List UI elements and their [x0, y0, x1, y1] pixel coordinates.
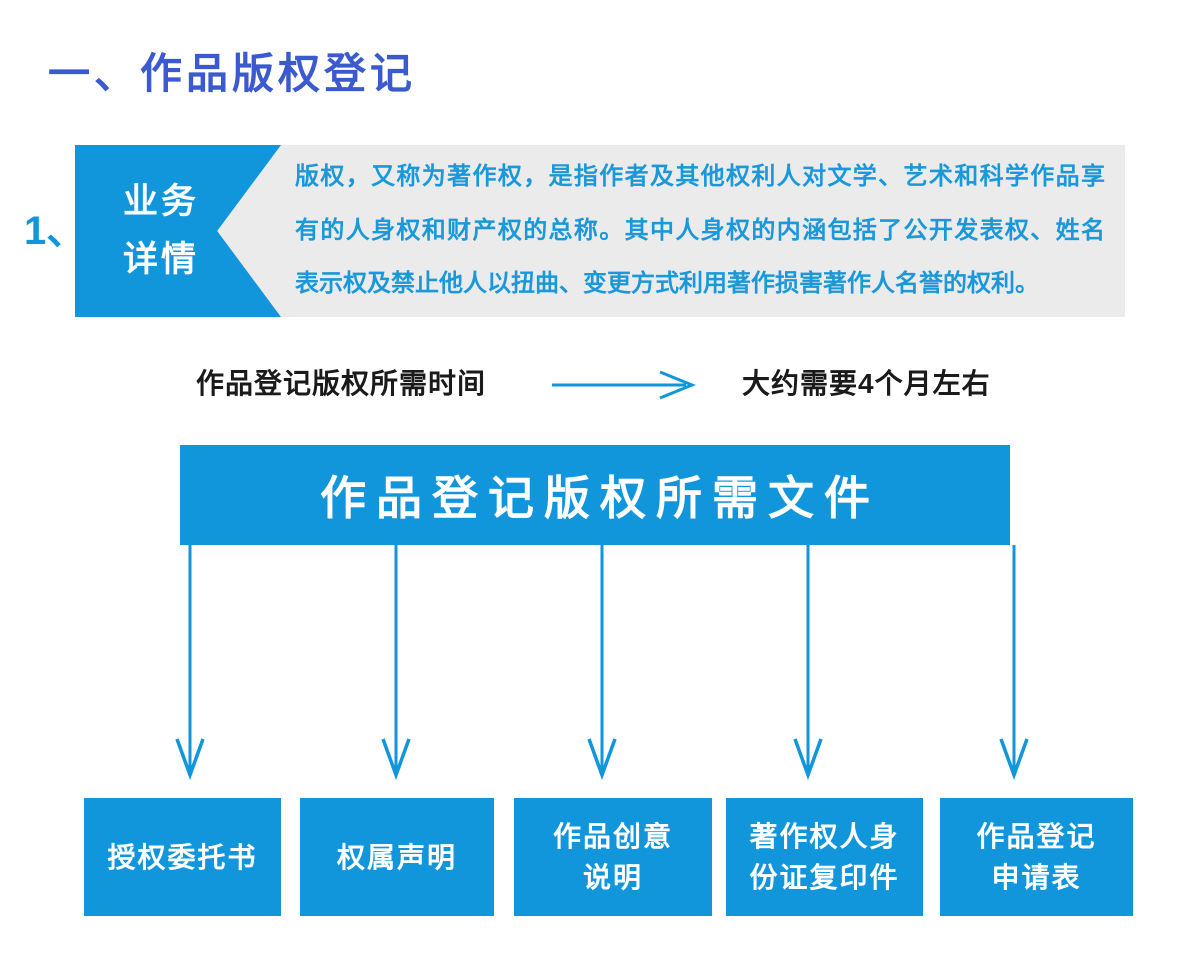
document-box-label: 著作权人身 份证复印件 [749, 821, 900, 893]
tag-line-2: 详情 [122, 240, 199, 279]
document-box-label: 授权委托书 [107, 841, 258, 873]
down-arrow-icon [587, 545, 617, 781]
down-arrow-icon [381, 545, 411, 781]
time-question-label: 作品登记版权所需时间 [196, 368, 487, 399]
document-box-label: 作品创意 说明 [552, 821, 673, 893]
business-description-box: 版权，又称为著作权，是指作者及其他权利人对文学、艺术和科学作品享 有的人身权和财… [210, 145, 1125, 317]
down-arrow-icon [999, 545, 1029, 781]
description-line-3: 表示权及禁止他人以扭曲、变更方式利用著作损害著作人名誉的权利。 [295, 269, 1039, 297]
document-box-label: 作品登记 申请表 [976, 821, 1097, 893]
document-box-creative-description: 作品创意 说明 [514, 798, 712, 916]
document-box-id-copy: 著作权人身 份证复印件 [726, 798, 923, 916]
description-line-2: 有的人身权和财产权的总称。其中人身权的内涵包括了公开发表权、姓名 [295, 216, 1105, 244]
time-answer-label: 大约需要4个月左右 [742, 368, 991, 399]
page-title: 一、作品版权登记 [48, 50, 417, 97]
document-box-authorization-letter: 授权委托书 [84, 798, 281, 916]
document-box-label: 权属声明 [336, 841, 457, 873]
tag-line-1: 业务 [122, 182, 199, 221]
document-box-ownership-statement: 权属声明 [300, 798, 494, 916]
down-arrow-icon [175, 545, 205, 781]
description-line-1: 版权，又称为著作权，是指作者及其他权利人对文学、艺术和科学作品享 [295, 163, 1105, 191]
right-arrow-icon [552, 370, 696, 400]
document-box-application-form: 作品登记 申请表 [940, 798, 1133, 916]
down-arrow-icon [793, 545, 823, 781]
required-documents-banner: 作品登记版权所需文件 [180, 445, 1010, 545]
